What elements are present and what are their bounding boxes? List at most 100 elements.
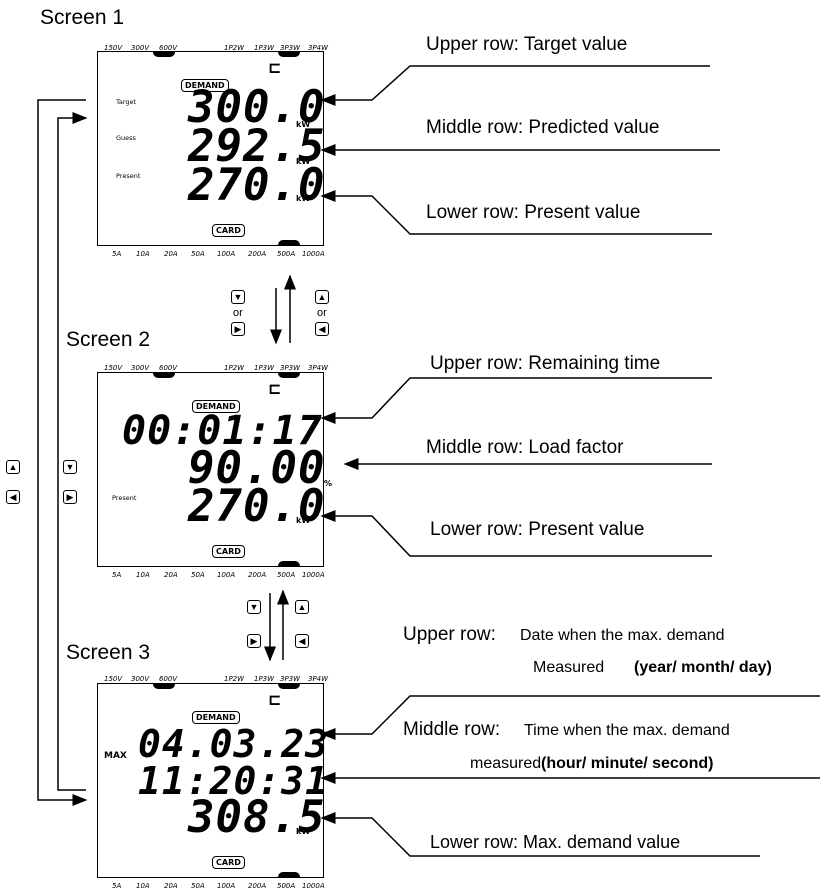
segment-indicator [278, 684, 300, 689]
s3-middle-callout-bold: (hour/ minute/ second) [541, 755, 714, 772]
top-label: 3P3W [280, 364, 301, 372]
s3-upper-callout-bold: (year/ month/ day) [634, 659, 772, 676]
s1-lower-callout: Lower row: Present value [426, 202, 641, 223]
bottom-label: 100A [217, 571, 236, 579]
top-label: 1P3W [254, 675, 275, 683]
middle-row-value: 11:20:31 [138, 759, 330, 803]
or-label: or [233, 307, 243, 319]
top-label: 1P3W [254, 44, 275, 52]
s3-middle-callout-text: Time when the max. demand [524, 722, 730, 739]
top-label: 150V [104, 675, 123, 683]
bottom-label: 50A [191, 250, 205, 258]
bottom-label: 500A [277, 571, 296, 579]
bottom-label: 5A [112, 250, 122, 258]
lower-row-value: 270.0 [188, 481, 326, 532]
segment-indicator [153, 373, 175, 378]
right-key-icon: ▶ [231, 322, 245, 336]
segment-indicator [278, 52, 300, 57]
segment-indicator [278, 561, 300, 566]
left-key-icon: ◀ [295, 634, 309, 648]
down-key-icon: ▼ [247, 600, 261, 614]
up-key-icon: ▲ [295, 600, 309, 614]
s2-lower-callout: Lower row: Present value [430, 519, 645, 540]
bottom-label: 100A [217, 882, 236, 890]
down-key-icon: ▼ [231, 290, 245, 304]
top-label: 300V [131, 364, 150, 372]
plug-icon: ⊏ [268, 690, 282, 709]
s3-middle-callout-lead: Middle row: [403, 719, 501, 740]
bottom-label: 200A [248, 571, 267, 579]
top-label: 3P4W [308, 675, 329, 683]
screen-3-lcd: ⊏ DEMAND MAX 04.03.23 11:20:31 308.5 kW … [97, 683, 328, 878]
loop-arrow-outer [37, 99, 88, 806]
top-label: 600V [159, 675, 178, 683]
screen-1-lcd: ⊏ DEMAND Target Guess Present 300.0 kW 2… [97, 51, 324, 246]
screen-2-lcd: ⊏ DEMAND 00:01:17 90.00 % Present 270.0 … [97, 372, 332, 567]
segment-indicator [278, 373, 300, 378]
top-label: 600V [159, 44, 178, 52]
top-label: 3P4W [308, 364, 329, 372]
bottom-label: 10A [136, 882, 150, 890]
row-label-present: Present [112, 494, 137, 502]
bottom-label: 20A [164, 250, 178, 258]
demand-badge: DEMAND [181, 79, 229, 92]
s1-middle-callout: Middle row: Predicted value [426, 117, 660, 138]
upper-row-value: 300.0 [188, 82, 326, 133]
top-label: 1P2W [224, 44, 245, 52]
bottom-label: 100A [217, 250, 236, 258]
callout-line-s3-upper [320, 695, 820, 740]
screen-3-title: Screen 3 [66, 641, 151, 664]
s3-upper-callout-text2: Measured [533, 659, 605, 676]
upper-row-unit: kW [296, 120, 311, 129]
top-label: 150V [104, 364, 123, 372]
top-label: 600V [159, 364, 178, 372]
callout-line-s2-lower [320, 510, 712, 557]
bottom-label: 500A [277, 882, 296, 890]
top-label: 150V [104, 44, 123, 52]
top-label: 1P3W [254, 364, 275, 372]
top-label: 300V [131, 44, 150, 52]
plug-icon: ⊏ [268, 379, 282, 398]
up-key-icon: ▲ [315, 290, 329, 304]
s3-upper-callout-text: Date when the max. demand [520, 627, 725, 644]
top-label: 1P2W [224, 675, 245, 683]
bottom-label: 50A [191, 571, 205, 579]
bottom-label: 10A [136, 250, 150, 258]
bottom-label: 5A [112, 571, 122, 579]
loop-arrow-inner [57, 112, 88, 791]
lower-row-value: 270.0 [188, 160, 326, 211]
s1-upper-callout: Upper row: Target value [426, 34, 628, 55]
callout-line-s1-upper [320, 65, 710, 106]
max-label: MAX [104, 751, 127, 761]
top-label: 1P2W [224, 364, 245, 372]
segment-indicator [153, 684, 175, 689]
card-badge: CARD [212, 856, 245, 869]
top-label: 300V [131, 675, 150, 683]
bottom-label: 1000A [302, 571, 325, 579]
middle-row-unit: kW [296, 157, 311, 166]
left-key-icon: ◀ [6, 490, 20, 504]
left-key-icon: ◀ [315, 322, 329, 336]
bottom-label: 20A [164, 882, 178, 890]
middle-row-value: 90.00 [188, 443, 326, 494]
demand-badge: DEMAND [192, 711, 240, 724]
top-label: 3P3W [280, 44, 301, 52]
middle-row-value: 292.5 [188, 121, 326, 172]
bottom-label: 500A [277, 250, 296, 258]
bottom-label: 10A [136, 571, 150, 579]
callout-line-s3-lower [320, 812, 760, 857]
row-label-guess: Guess [116, 134, 136, 142]
s2-middle-callout: Middle row: Load factor [426, 437, 624, 458]
segment-indicator [278, 872, 300, 877]
card-badge: CARD [212, 545, 245, 558]
s2-upper-callout: Upper row: Remaining time [430, 353, 661, 374]
right-key-icon: ▶ [247, 634, 261, 648]
segment-indicator [278, 240, 300, 245]
top-label: 3P3W [280, 675, 301, 683]
screen-2-title: Screen 2 [66, 328, 151, 351]
card-badge: CARD [212, 224, 245, 237]
s3-lower-callout: Lower row: Max. demand value [430, 832, 681, 852]
bottom-label: 50A [191, 882, 205, 890]
lower-row-value: 308.5 [188, 792, 326, 843]
screen-1-title: Screen 1 [40, 6, 125, 29]
